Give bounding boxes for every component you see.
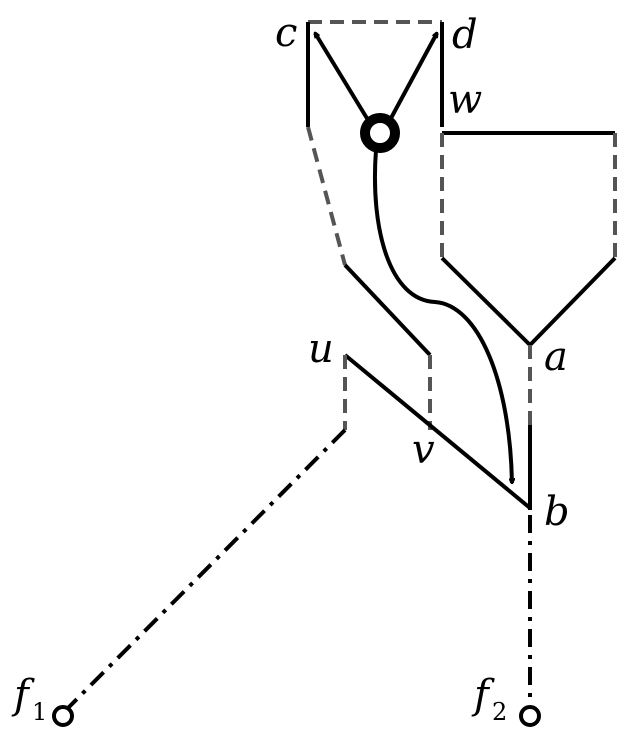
arrow-to-b-curve	[372, 149, 512, 483]
label-c: c	[275, 10, 297, 56]
label-a: a	[544, 334, 568, 380]
source-ring	[360, 113, 400, 153]
edge-left-solid-1	[343, 263, 432, 357]
edge-left-to-a	[440, 256, 532, 347]
arrow-to-d	[388, 33, 439, 121]
label-v: v	[412, 427, 435, 473]
label-w: w	[448, 77, 482, 123]
label-f1-sub: 1	[32, 698, 47, 726]
edge-left-dashed-1	[306, 126, 347, 266]
arrow-to-c	[313, 33, 370, 122]
label-b: b	[544, 489, 570, 535]
edge-u-b	[343, 353, 532, 510]
f1-node	[52, 705, 74, 727]
edge-right-to-a	[528, 256, 617, 347]
label-f2-sub: 2	[492, 698, 507, 726]
f2-node	[519, 705, 541, 727]
edge-u-f1	[66, 428, 347, 710]
label-u: u	[308, 326, 334, 372]
label-d: d	[452, 12, 478, 58]
